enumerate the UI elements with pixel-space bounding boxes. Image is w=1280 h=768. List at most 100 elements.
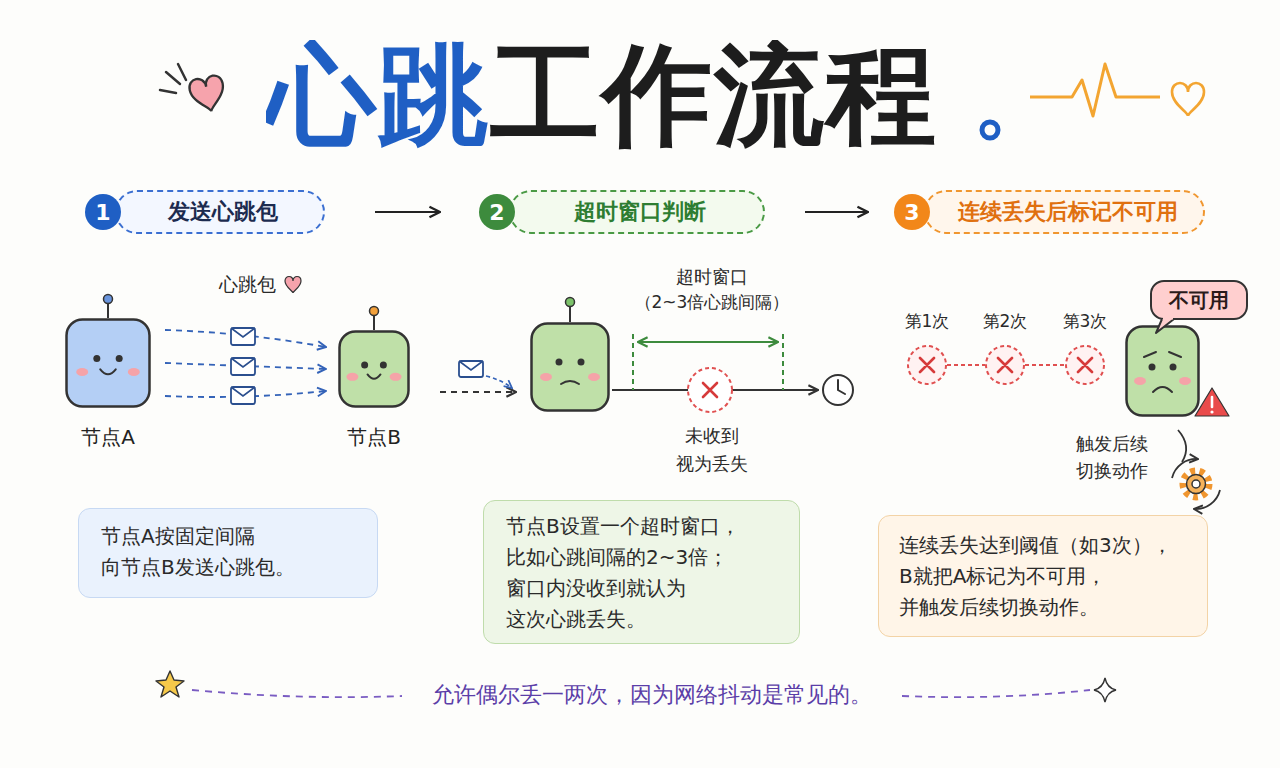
- diagram-title: 心跳工作流程: [266, 40, 938, 150]
- loss-sequence-part: [920, 358, 1092, 372]
- step-number: 1: [95, 200, 110, 225]
- step-node: 连续丢失后标记不可用3: [894, 190, 1205, 234]
- step-title: 发送心跳包: [121, 190, 325, 234]
- timeline-part: [823, 375, 853, 405]
- bubble-tail-part: [1156, 319, 1174, 333]
- pulse-line-part: [1030, 64, 1160, 116]
- incoming-heartbeat-part: [459, 361, 483, 377]
- waiting-robot-part: [556, 359, 563, 366]
- title-heart-part: [160, 64, 186, 93]
- bubble-node: 不可用: [1150, 280, 1248, 320]
- robot-figure-part: [346, 373, 358, 381]
- small-heart: [285, 277, 301, 294]
- robot-figure-part: [100, 369, 115, 374]
- incoming-heartbeat-part-part: [459, 361, 483, 370]
- small-heart-part: [285, 277, 301, 294]
- down-robot-part: [1134, 377, 1146, 385]
- loss-sequence-part: [908, 346, 946, 384]
- switch-gear-part: [1172, 459, 1220, 509]
- annotation: 心跳包: [219, 272, 276, 298]
- flow-arrow: [375, 211, 440, 213]
- step-number: 3: [904, 200, 919, 225]
- flow-arrow: [805, 211, 868, 213]
- waiting-robot-part: [532, 324, 609, 411]
- annotation: 第3次: [1063, 310, 1108, 333]
- robot-figure-part: [116, 355, 123, 362]
- step-title: 超时窗口判断: [515, 190, 765, 234]
- description-text: 节点B设置一个超时窗口， 比如心跳间隔的2~3倍； 窗口内没收到就认为 这次心跳…: [506, 511, 777, 635]
- timeline: [612, 375, 853, 405]
- title-dot-part: [982, 122, 998, 138]
- envelope-part: [231, 358, 255, 367]
- loss-sequence: [908, 346, 1104, 384]
- robot-figure-part: [370, 307, 379, 316]
- annotation: 超时窗口: [676, 265, 748, 289]
- waiting-robot-part: [578, 359, 585, 366]
- robot-figure: [65, 318, 151, 408]
- envelope-part: [231, 387, 255, 404]
- envelope-part: [231, 358, 255, 375]
- waiting-robot: [532, 298, 609, 411]
- envelope-part: [231, 328, 255, 337]
- down-robot-part: [1170, 364, 1177, 371]
- desc-node: 连续丢失达到阈值（如3次）， B就把A标记为不可用， 并触发后续切换动作。: [878, 515, 1208, 637]
- bubble-text: 不可用: [1169, 287, 1229, 314]
- waiting-robot-part: [588, 373, 600, 381]
- robot-node: 节点B: [338, 330, 410, 408]
- pulse-line-part: [1172, 83, 1204, 116]
- annotation: 触发后续 切换动作: [1062, 430, 1162, 484]
- robot-figure-part: [361, 362, 368, 369]
- robot-figure-part: [128, 368, 140, 376]
- bubble-tail-part: [1163, 317, 1173, 320]
- caption-note: 允许偶尔丢一两次，因为网络抖动是常见的。: [12, 680, 1280, 710]
- desc-node: 节点B设置一个超时窗口， 比如心跳间隔的2~3倍； 窗口内没收到就认为 这次心跳…: [483, 500, 800, 644]
- robot-figure-part: [380, 362, 387, 369]
- down-robot-part: [1195, 388, 1229, 416]
- description-text: 连续丢失达到阈值（如3次）， B就把A标记为不可用， 并触发后续切换动作。: [899, 530, 1187, 623]
- title-dot: [982, 122, 998, 138]
- node-label: 节点B: [347, 424, 401, 451]
- envelope-part: [231, 328, 255, 345]
- waiting-robot-part: [561, 381, 579, 384]
- down-robot-part: [1211, 397, 1214, 407]
- down-robot-part: [1149, 364, 1156, 371]
- caption-ornament-part: [156, 671, 184, 697]
- desc-node: 节点A按固定间隔 向节点B发送心跳包。: [78, 508, 378, 598]
- robot-figure-part: [107, 302, 109, 318]
- robot-figure-part: [373, 314, 375, 330]
- num-node: 2: [479, 194, 515, 230]
- robot-figure-part: [67, 320, 150, 407]
- switch-gear-part-part: [1183, 471, 1209, 497]
- title-heart-part: [188, 74, 228, 115]
- waiting-robot-part: [566, 298, 575, 307]
- caption-ornament-part: [902, 690, 1090, 697]
- lost-mark-part: [688, 368, 732, 412]
- lost-mark-part: [703, 383, 717, 397]
- incoming-heartbeat: [440, 361, 516, 392]
- loss-sequence-part: [986, 346, 1024, 384]
- caption-ornament-part: [192, 690, 402, 697]
- robot-figure: [338, 330, 410, 408]
- num-node: 3: [894, 194, 930, 230]
- loss-sequence-part: [947, 364, 1065, 366]
- robot-figure-part: [93, 355, 100, 362]
- waiting-robot-part: [569, 306, 571, 322]
- incoming-heartbeat-part: [440, 391, 516, 393]
- timeout-bracket-part: [633, 334, 783, 390]
- title-heart: [160, 64, 228, 115]
- timeline-part: [612, 389, 818, 391]
- step-node: 发送心跳包 1: [85, 190, 325, 234]
- step-number: 2: [489, 200, 504, 225]
- incoming-heartbeat-part-part: [459, 361, 483, 377]
- robot-figure-part: [340, 332, 409, 407]
- incoming-heartbeat-part: [486, 376, 512, 388]
- lost-mark: [688, 368, 732, 412]
- envelope-part: [231, 387, 255, 396]
- waiting-robot-part: [540, 373, 552, 381]
- switch-gear-part-part: [1187, 475, 1206, 494]
- description-text: 节点A按固定间隔 向节点B发送心跳包。: [101, 521, 355, 583]
- down-robot-part: [1127, 327, 1199, 416]
- down-robot-part: [1179, 377, 1191, 385]
- step-node: 超时窗口判断 2: [479, 190, 765, 234]
